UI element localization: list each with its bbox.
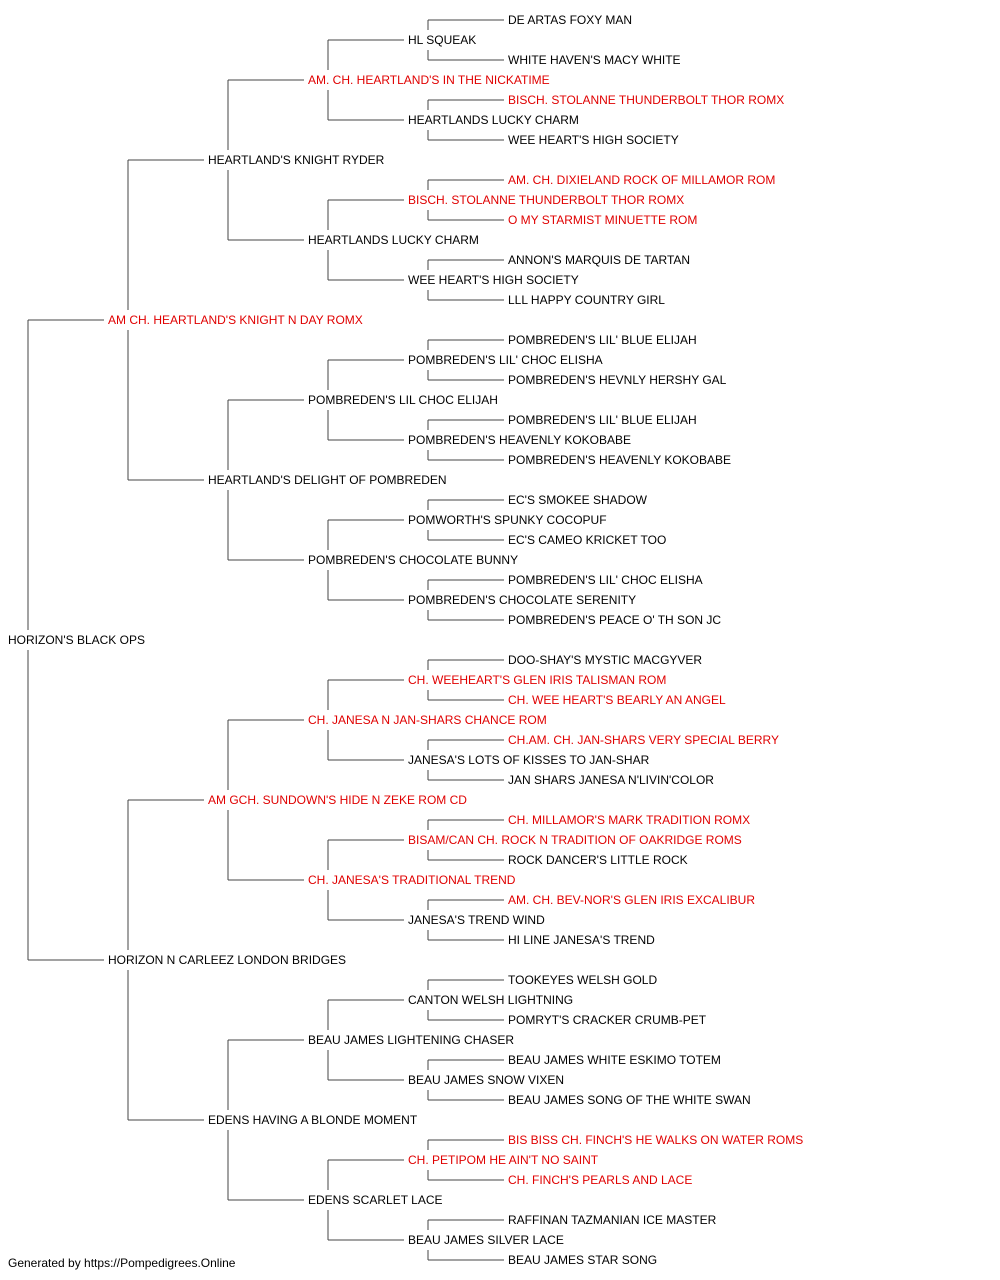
grandparent: HEARTLAND'S KNIGHT RYDER: [208, 153, 385, 167]
dam: HORIZON N CARLEEZ LONDON BRIDGES: [108, 953, 346, 967]
gen4-ancestor: POMWORTH'S SPUNKY COCOPUF: [408, 513, 607, 527]
gen5-ancestor: POMBREDEN'S HEVNLY HERSHY GAL: [508, 373, 727, 387]
gen5-ancestor: ROCK DANCER'S LITTLE ROCK: [508, 853, 688, 867]
gen5-ancestor: WEE HEART'S HIGH SOCIETY: [508, 133, 679, 147]
gen5-ancestor: CH. MILLAMOR'S MARK TRADITION ROMX: [508, 813, 750, 827]
gen5-ancestor: EC'S SMOKEE SHADOW: [508, 493, 648, 507]
gen4-ancestor: CH. PETIPOM HE AIN'T NO SAINT: [408, 1153, 599, 1167]
grandparent: AM GCH. SUNDOWN'S HIDE N ZEKE ROM CD: [208, 793, 467, 807]
grandparent: EDENS HAVING A BLONDE MOMENT: [208, 1113, 418, 1127]
subject-dog: HORIZON'S BLACK OPS: [8, 633, 145, 647]
great-grandparent: CH. JANESA N JAN-SHARS CHANCE ROM: [308, 713, 547, 727]
great-grandparent: POMBREDEN'S CHOCOLATE BUNNY: [308, 553, 518, 567]
gen5-ancestor: HI LINE JANESA'S TREND: [508, 933, 655, 947]
gen5-ancestor: BEAU JAMES WHITE ESKIMO TOTEM: [508, 1053, 721, 1067]
gen4-ancestor: BISAM/CAN CH. ROCK N TRADITION OF OAKRID…: [408, 833, 742, 847]
gen5-ancestor: ANNON'S MARQUIS DE TARTAN: [508, 253, 690, 267]
gen4-ancestor: HEARTLANDS LUCKY CHARM: [408, 113, 579, 127]
gen4-ancestor: BEAU JAMES SILVER LACE: [408, 1233, 564, 1247]
gen4-ancestor: WEE HEART'S HIGH SOCIETY: [408, 273, 579, 287]
gen4-ancestor: POMBREDEN'S LIL' CHOC ELISHA: [408, 353, 603, 367]
gen4-ancestor: POMBREDEN'S HEAVENLY KOKOBABE: [408, 433, 631, 447]
great-grandparent: AM. CH. HEARTLAND'S IN THE NICKATIME: [308, 73, 550, 87]
gen5-ancestor: AM. CH. DIXIELAND ROCK OF MILLAMOR ROM: [508, 173, 775, 187]
gen5-ancestor: CH. WEE HEART'S BEARLY AN ANGEL: [508, 693, 726, 707]
gen5-ancestor: JAN SHARS JANESA N'LIVIN'COLOR: [508, 773, 714, 787]
gen5-ancestor: EC'S CAMEO KRICKET TOO: [508, 533, 666, 547]
gen5-ancestor: DE ARTAS FOXY MAN: [508, 13, 632, 27]
great-grandparent: POMBREDEN'S LIL CHOC ELIJAH: [308, 393, 498, 407]
gen5-ancestor: BEAU JAMES SONG OF THE WHITE SWAN: [508, 1093, 751, 1107]
gen5-ancestor: CH.AM. CH. JAN-SHARS VERY SPECIAL BERRY: [508, 733, 779, 747]
gen5-ancestor: AM. CH. BEV-NOR'S GLEN IRIS EXCALIBUR: [508, 893, 755, 907]
gen5-ancestor: POMRYT'S CRACKER CRUMB-PET: [508, 1013, 707, 1027]
gen5-ancestor: WHITE HAVEN'S MACY WHITE: [508, 53, 681, 67]
gen5-ancestor: BIS BISS CH. FINCH'S HE WALKS ON WATER R…: [508, 1133, 803, 1147]
gen5-ancestor: POMBREDEN'S LIL' BLUE ELIJAH: [508, 413, 697, 427]
gen5-ancestor: O MY STARMIST MINUETTE ROM: [508, 213, 697, 227]
great-grandparent: CH. JANESA'S TRADITIONAL TREND: [308, 873, 516, 887]
gen4-ancestor: JANESA'S TREND WIND: [408, 913, 545, 927]
gen4-ancestor: CANTON WELSH LIGHTNING: [408, 993, 573, 1007]
gen5-ancestor: POMBREDEN'S LIL' CHOC ELISHA: [508, 573, 703, 587]
great-grandparent: BEAU JAMES LIGHTENING CHASER: [308, 1033, 514, 1047]
gen5-ancestor: RAFFINAN TAZMANIAN ICE MASTER: [508, 1213, 717, 1227]
grandparent: HEARTLAND'S DELIGHT OF POMBREDEN: [208, 473, 447, 487]
gen4-ancestor: CH. WEEHEART'S GLEN IRIS TALISMAN ROM: [408, 673, 666, 687]
gen5-ancestor: POMBREDEN'S PEACE O' TH SON JC: [508, 613, 721, 627]
great-grandparent: HEARTLANDS LUCKY CHARM: [308, 233, 479, 247]
great-grandparent: EDENS SCARLET LACE: [308, 1193, 443, 1207]
gen5-ancestor: TOOKEYES WELSH GOLD: [508, 973, 657, 987]
gen5-ancestor: POMBREDEN'S HEAVENLY KOKOBABE: [508, 453, 731, 467]
gen5-ancestor: DOO-SHAY'S MYSTIC MACGYVER: [508, 653, 702, 667]
gen5-ancestor: POMBREDEN'S LIL' BLUE ELIJAH: [508, 333, 697, 347]
gen4-ancestor: BEAU JAMES SNOW VIXEN: [408, 1073, 564, 1087]
gen5-ancestor: CH. FINCH'S PEARLS AND LACE: [508, 1173, 692, 1187]
gen5-ancestor: BEAU JAMES STAR SONG: [508, 1253, 657, 1267]
gen5-ancestor: LLL HAPPY COUNTRY GIRL: [508, 293, 665, 307]
gen4-ancestor: POMBREDEN'S CHOCOLATE SERENITY: [408, 593, 636, 607]
generator-credit: Generated by https://Pompedigrees.Online: [8, 1256, 236, 1270]
gen4-ancestor: BISCH. STOLANNE THUNDERBOLT THOR ROMX: [408, 193, 684, 207]
gen5-ancestor: BISCH. STOLANNE THUNDERBOLT THOR ROMX: [508, 93, 784, 107]
gen4-ancestor: JANESA'S LOTS OF KISSES TO JAN-SHAR: [408, 753, 650, 767]
sire: AM CH. HEARTLAND'S KNIGHT N DAY ROMX: [108, 313, 363, 327]
gen4-ancestor: HL SQUEAK: [408, 33, 476, 47]
